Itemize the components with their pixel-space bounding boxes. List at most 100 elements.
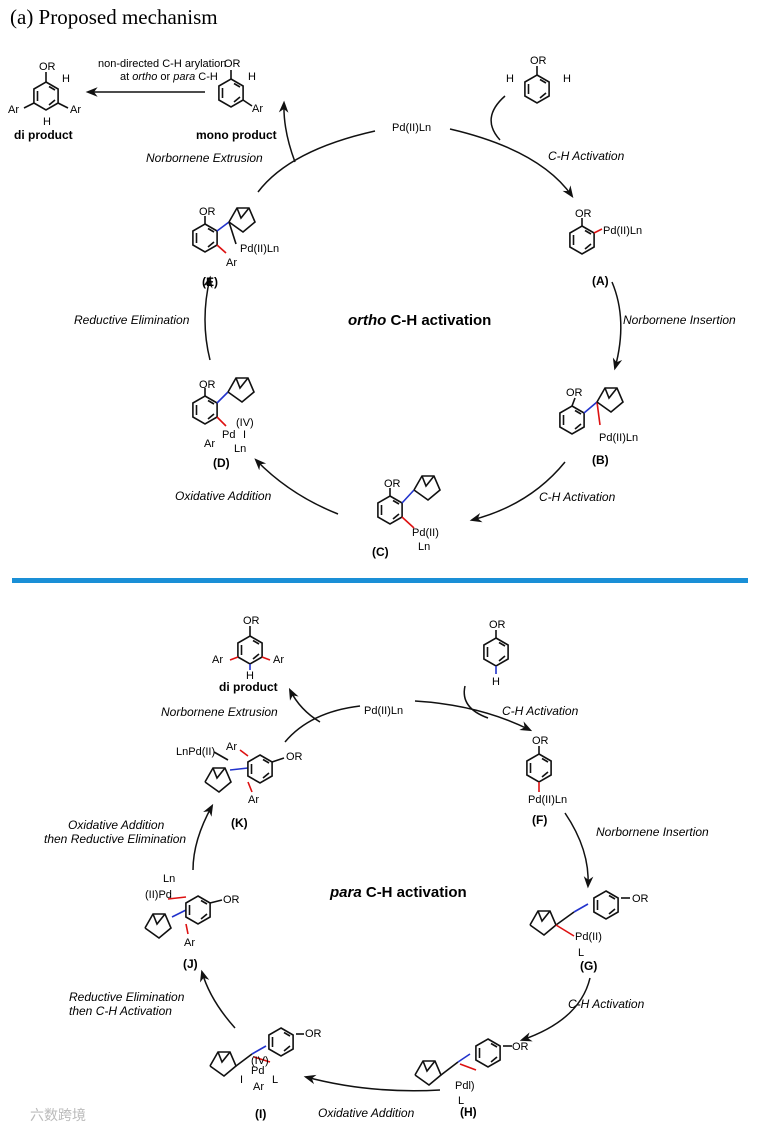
step-nondirected-1: non-directed C-H arylation	[98, 58, 226, 70]
arrow-bot-ch2	[519, 977, 591, 1042]
center-label-top: ortho C-H activation	[348, 312, 491, 329]
arrow-bot-reductive-ch	[200, 969, 236, 1029]
svg-text:LnPd(II): LnPd(II)	[176, 746, 215, 758]
compound-D: OR (IV) Pd I Ar Ln (D)	[192, 377, 255, 470]
svg-text:di product: di product	[14, 128, 73, 142]
svg-text:(J): (J)	[183, 957, 198, 971]
compound-B: OR Pd(II)Ln (B)	[559, 387, 638, 467]
svg-text:L: L	[272, 1074, 278, 1086]
svg-text:(C): (C)	[372, 545, 389, 559]
arrow-bot-extrusion-path	[284, 705, 361, 743]
compound-C: OR Pd(II) Ln (C)	[372, 475, 441, 559]
svg-text:Ar: Ar	[273, 654, 284, 666]
step-bot-norbornene-insertion: Norbornene Insertion	[596, 825, 709, 839]
svg-text:Ar: Ar	[226, 741, 237, 753]
step-bot-reductive-ch-2: then C-H Activation	[69, 1004, 172, 1018]
svg-text:(II)Pd: (II)Pd	[145, 889, 172, 901]
svg-text:Pd: Pd	[251, 1065, 264, 1077]
compound-J: Ln (II)Pd OR Ar (J)	[144, 873, 240, 971]
svg-text:Ar: Ar	[226, 257, 237, 269]
substrate-top: OR H H	[506, 55, 571, 104]
di-product-top: OR H Ar Ar H di product	[8, 61, 81, 142]
arrow-top-ch2	[469, 461, 566, 523]
svg-text:OR: OR	[199, 379, 216, 391]
svg-text:OR: OR	[530, 55, 547, 67]
svg-text:(IV): (IV)	[236, 417, 254, 429]
arrow-top-oxidative	[254, 458, 339, 515]
svg-text:H: H	[62, 73, 70, 85]
svg-text:(G): (G)	[580, 959, 597, 973]
compound-H: OR Pdl) L (H)	[414, 1038, 529, 1119]
compound-F: OR Pd(II)Ln (F)	[526, 735, 567, 827]
svg-text:(A): (A)	[592, 274, 609, 288]
step-bot-reductive-ch-1: Reductive Elimination	[69, 990, 185, 1004]
svg-text:Ar: Ar	[184, 937, 195, 949]
arrow-substrate-entry-bot	[463, 685, 489, 719]
svg-text:Ar: Ar	[252, 103, 263, 115]
svg-text:Ar: Ar	[248, 794, 259, 806]
step-top-ch2: C-H Activation	[539, 490, 616, 504]
svg-text:OR: OR	[199, 206, 216, 218]
svg-text:Ln: Ln	[163, 873, 175, 885]
svg-text:Pd(II)Ln: Pd(II)Ln	[528, 794, 567, 806]
svg-text:Ln: Ln	[418, 541, 430, 553]
svg-text:H: H	[43, 116, 51, 128]
compound-A: OR Pd(II)Ln (A)	[569, 208, 642, 288]
svg-text:di product: di product	[219, 680, 278, 694]
step-top-oxidative: Oxidative Addition	[175, 489, 272, 503]
svg-text:OR: OR	[286, 751, 303, 763]
svg-text:Ar: Ar	[204, 438, 215, 450]
step-bot-ch2: C-H Activation	[568, 997, 645, 1011]
svg-text:OR: OR	[489, 619, 506, 631]
svg-text:OR: OR	[575, 208, 592, 220]
svg-text:Ln: Ln	[234, 443, 246, 455]
di-product-bottom: OR Ar Ar H di product	[212, 615, 284, 694]
step-nondirected-2: at ortho or para C-H	[120, 71, 218, 83]
arrow-top-to-mono	[278, 100, 296, 163]
svg-text:(H): (H)	[460, 1105, 477, 1119]
substrate-bottom: OR H	[483, 619, 509, 688]
arrow-bot-norbornene-insertion	[564, 812, 594, 889]
arrow-top-ch1	[449, 128, 574, 198]
arrow-bot-ch1	[414, 700, 533, 732]
svg-text:H: H	[248, 71, 256, 83]
arrow-top-norbornene-insertion	[611, 281, 623, 371]
section-divider	[12, 578, 748, 583]
arrow-top-reductive	[203, 275, 213, 361]
svg-text:OR: OR	[39, 61, 56, 73]
svg-text:(B): (B)	[592, 453, 609, 467]
svg-text:H: H	[246, 670, 254, 682]
svg-text:OR: OR	[243, 615, 260, 627]
step-bot-oxidative: Oxidative Addition	[318, 1106, 415, 1120]
svg-text:H: H	[563, 73, 571, 85]
compound-K: LnPd(II) Ar OR Ar (K)	[176, 741, 303, 830]
svg-text:Ar: Ar	[212, 654, 223, 666]
step-bot-ox-red-2: then Reductive Elimination	[44, 832, 186, 846]
compound-I: OR (IV) Pd I Ar L (I)	[209, 1027, 322, 1121]
arrow-bot-oxidative-reductive	[192, 803, 214, 871]
svg-text:Pd: Pd	[222, 429, 235, 441]
svg-text:OR: OR	[223, 894, 240, 906]
arrow-bot-to-di	[288, 687, 321, 723]
figure-title: (a) Proposed mechanism	[10, 5, 218, 29]
svg-text:(F): (F)	[532, 813, 547, 827]
svg-text:OR: OR	[532, 735, 549, 747]
svg-text:Ar: Ar	[8, 104, 19, 116]
svg-text:Pdl): Pdl)	[455, 1080, 475, 1092]
svg-text:OR: OR	[224, 58, 241, 70]
step-top-ch1: C-H Activation	[548, 149, 625, 163]
svg-text:Pd(II)Ln: Pd(II)Ln	[599, 432, 638, 444]
svg-text:L: L	[578, 947, 584, 959]
svg-text:mono product: mono product	[196, 128, 277, 142]
step-top-extrusion: Norbornene Extrusion	[146, 151, 263, 165]
svg-text:OR: OR	[632, 893, 649, 905]
svg-text:Pd(II): Pd(II)	[412, 527, 439, 539]
svg-text:OR: OR	[512, 1041, 529, 1053]
svg-text:(D): (D)	[213, 456, 230, 470]
step-bot-ch1: C-H Activation	[502, 704, 579, 718]
step-top-norbornene-insertion: Norbornene Insertion	[623, 313, 736, 327]
arrow-substrate-entry	[490, 95, 506, 141]
watermark: 六数跨境	[30, 1107, 86, 1123]
svg-text:OR: OR	[566, 387, 583, 399]
